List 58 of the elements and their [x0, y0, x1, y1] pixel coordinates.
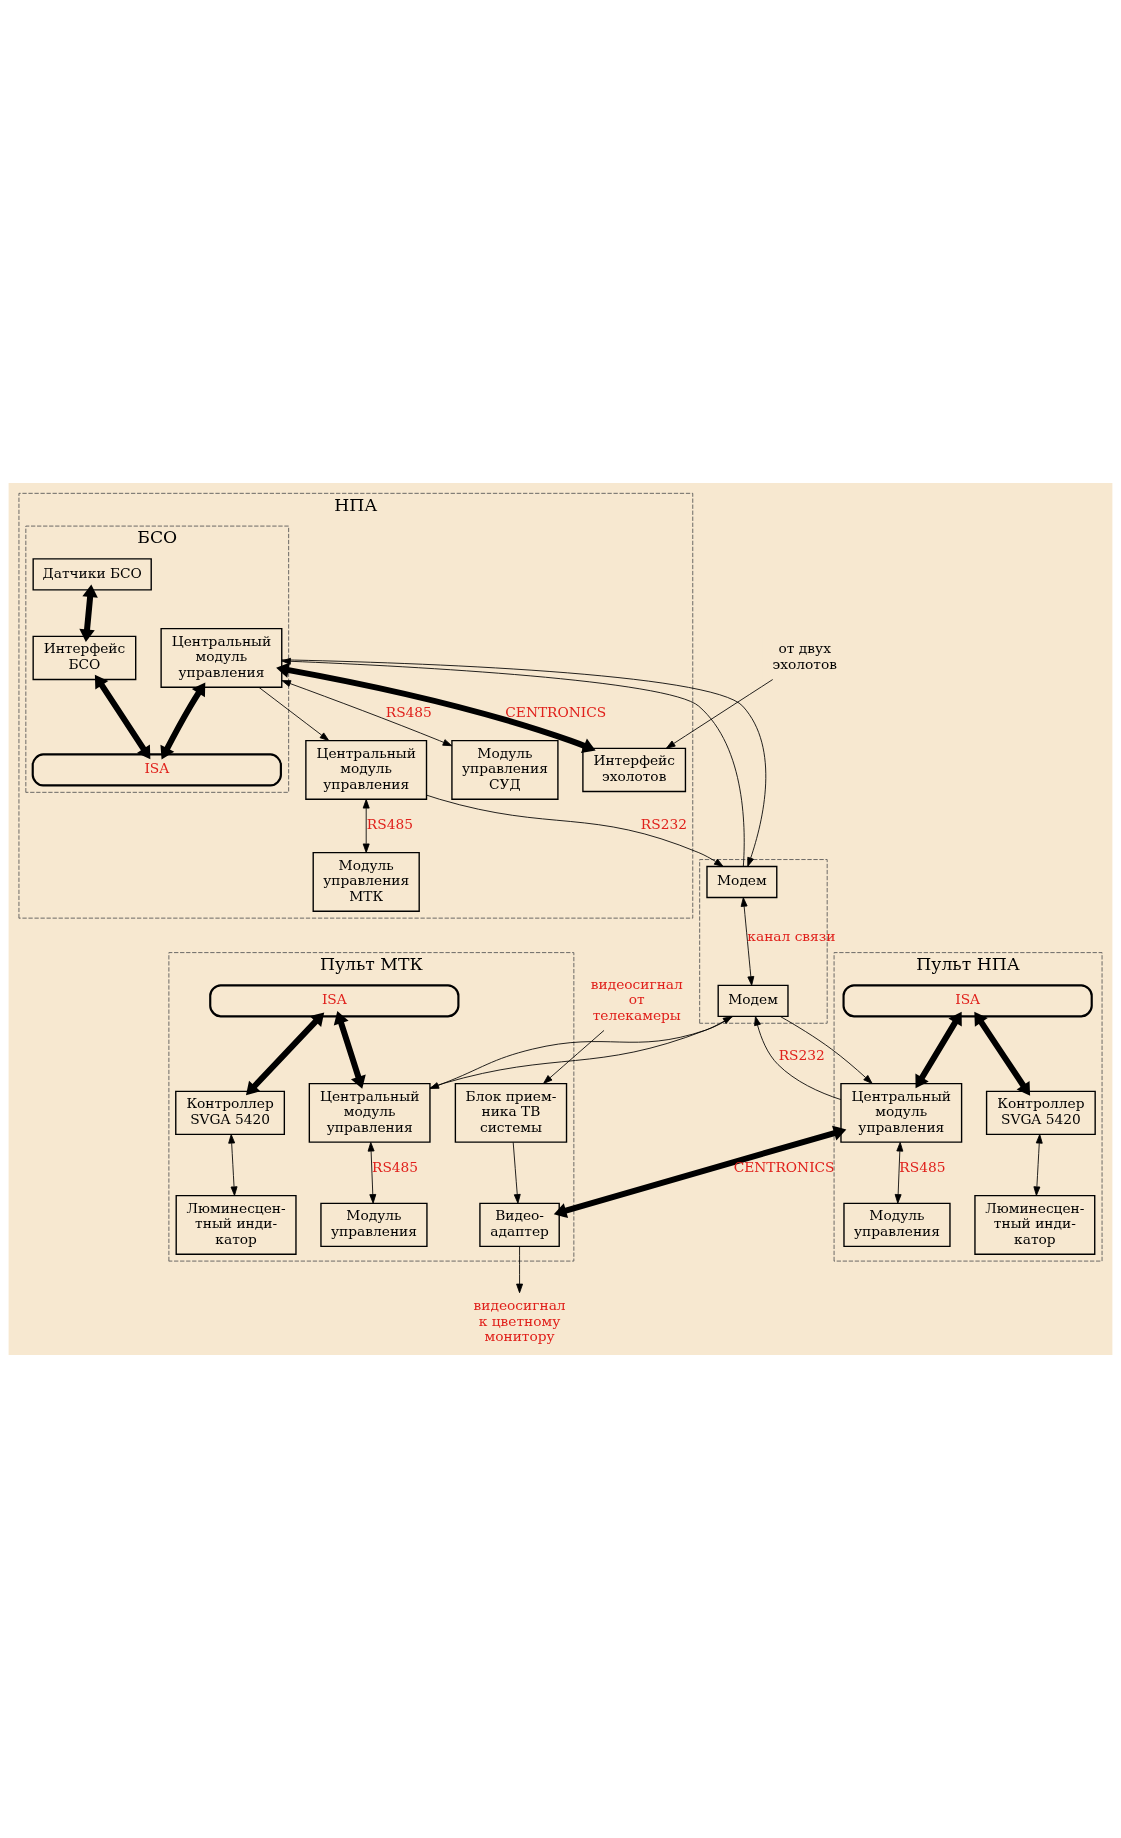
node-box: Контроллер SVGA 5420	[175, 1090, 286, 1136]
arrow	[915, 1011, 962, 1089]
arrow	[754, 1016, 842, 1100]
node-box: Блок прием- ника ТВ системы	[454, 1082, 568, 1143]
node-box: Центральный модуль управления	[305, 739, 428, 800]
edge-label: канал связи	[747, 928, 836, 945]
edge-label: RS485	[899, 1159, 946, 1176]
arrow	[426, 794, 724, 867]
node-box: ISA	[31, 753, 282, 787]
node-box: ISA	[842, 984, 1093, 1018]
node-text: от двух эхолотов	[772, 640, 838, 672]
arrow	[1033, 1134, 1043, 1196]
node-box: Люминесцен- тный инди- катор	[175, 1194, 297, 1255]
node-box: ISA	[209, 984, 460, 1018]
node-box: Модем	[717, 984, 789, 1018]
node-box: Модем	[706, 865, 778, 899]
node-box: Модуль управления СУД	[451, 739, 559, 800]
node-box: Контроллер SVGA 5420	[985, 1090, 1096, 1136]
arrow	[362, 799, 370, 853]
node-box: Люминесцен- тный инди- катор	[974, 1194, 1096, 1255]
node-box: Интерфейс эхолотов	[582, 747, 687, 793]
arrow	[79, 584, 98, 643]
node-box: Интерфейс БСО	[32, 635, 137, 681]
arrow	[281, 680, 453, 747]
arrow	[779, 1016, 873, 1084]
edge-label: RS485	[366, 816, 413, 833]
node-box: Модуль управления МТК	[312, 851, 420, 912]
arrow	[94, 674, 151, 760]
edge-label: RS232	[640, 816, 687, 833]
node-box: Центральный модуль управления	[840, 1082, 963, 1143]
arrow	[666, 679, 774, 749]
edge-label: RS485	[385, 704, 432, 721]
edge-label: RS232	[778, 1047, 825, 1064]
arrow	[160, 682, 206, 760]
arrow	[553, 1125, 847, 1219]
edge-label: CENTRONICS	[505, 704, 607, 721]
edge-label: CENTRONICS	[733, 1159, 835, 1176]
arrow	[740, 897, 755, 986]
node-box: Центральный модуль управления	[160, 627, 283, 688]
arrow	[367, 1142, 377, 1204]
arrow	[894, 1142, 904, 1204]
node-box: Видео- адаптер	[479, 1202, 560, 1248]
node-text: видеосигнал от телекамеры	[590, 975, 683, 1023]
arrow	[516, 1246, 523, 1294]
arrow	[512, 1142, 521, 1204]
node-box: Модуль управления	[843, 1202, 951, 1248]
node-box: Модуль управления	[320, 1202, 428, 1248]
arrow	[974, 1011, 1031, 1096]
node-text: видеосигнал к цветному монитору	[473, 1297, 566, 1345]
arrow	[543, 1030, 605, 1084]
arrow	[276, 662, 596, 753]
arrow	[258, 687, 330, 741]
arrow	[333, 1011, 366, 1089]
edge-label: RS485	[372, 1159, 419, 1176]
arrow	[228, 1134, 238, 1196]
node-box: Датчики БСО	[32, 558, 152, 591]
arrow	[245, 1012, 325, 1096]
node-box: Центральный модуль управления	[308, 1082, 431, 1143]
